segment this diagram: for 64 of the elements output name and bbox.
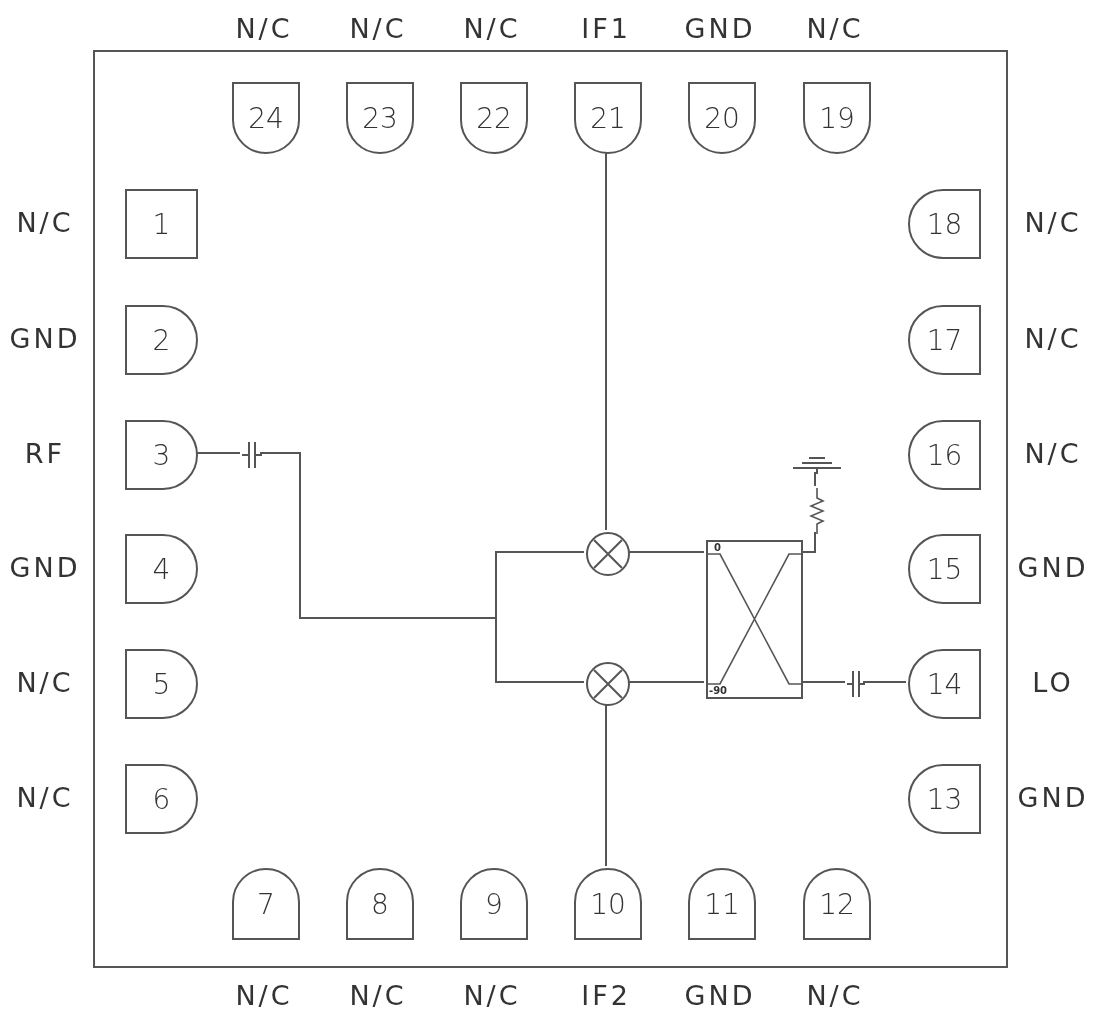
connection-line xyxy=(862,681,907,683)
pin-pad: 9 xyxy=(460,868,528,940)
pin-label: GND xyxy=(1017,781,1089,813)
pin-label: N/C xyxy=(1024,437,1082,469)
pin-pad: 21 xyxy=(574,82,642,154)
pin-pad: 2 xyxy=(125,305,198,375)
pin-label: GND xyxy=(1017,551,1089,583)
pin-label: N/C xyxy=(235,12,293,44)
pin-label: N/C xyxy=(16,206,74,238)
pin-pad: 16 xyxy=(908,420,981,490)
pin-pad: 19 xyxy=(803,82,871,154)
capacitor-symbol xyxy=(847,671,865,697)
pin-pad: 7 xyxy=(232,868,300,940)
mixer-symbol xyxy=(586,532,630,576)
pin-label: N/C xyxy=(463,12,521,44)
pin-pad: 23 xyxy=(346,82,414,154)
connection-line xyxy=(814,471,816,487)
pin-label: GND xyxy=(684,979,756,1011)
pin-label: LO xyxy=(1032,666,1074,698)
pin-label: N/C xyxy=(806,979,864,1011)
pin-label: GND xyxy=(684,12,756,44)
pin-label: GND xyxy=(9,322,81,354)
pin-pad: 24 xyxy=(232,82,300,154)
pin-pad: 1 xyxy=(125,189,198,259)
pin-label: RF xyxy=(24,437,66,469)
port-label: -90 xyxy=(709,686,728,696)
pin-pad: 10 xyxy=(574,868,642,940)
pin-pad: 6 xyxy=(125,764,198,834)
pin-pad: 3 xyxy=(125,420,198,490)
pin-label: IF1 xyxy=(581,12,631,44)
pin-label: N/C xyxy=(1024,206,1082,238)
capacitor-symbol xyxy=(242,442,262,468)
pin-label: N/C xyxy=(16,781,74,813)
port-label: 0 xyxy=(714,543,721,553)
mixer-symbol xyxy=(586,662,630,706)
hybrid-coupler xyxy=(706,540,803,699)
pin-label: N/C xyxy=(349,12,407,44)
pin-pad: 12 xyxy=(803,868,871,940)
connection-line xyxy=(800,681,846,683)
resistor-symbol xyxy=(809,488,825,534)
pin-label: N/C xyxy=(16,666,74,698)
pin-label: N/C xyxy=(1024,322,1082,354)
pin-pad: 20 xyxy=(688,82,756,154)
package-outline xyxy=(93,50,1008,968)
pin-pad: 18 xyxy=(908,189,981,259)
pin-label: N/C xyxy=(349,979,407,1011)
pin-label: N/C xyxy=(235,979,293,1011)
pin-pad: 4 xyxy=(125,534,198,604)
pin-pad: 5 xyxy=(125,649,198,719)
connection-line xyxy=(605,703,607,867)
pin-label: N/C xyxy=(806,12,864,44)
pin-label: IF2 xyxy=(581,979,631,1011)
connection-line xyxy=(259,452,585,683)
pin-pad: 17 xyxy=(908,305,981,375)
ground-symbol xyxy=(792,456,842,474)
pin-pad: 22 xyxy=(460,82,528,154)
pin-label: GND xyxy=(9,551,81,583)
pin-pad: 15 xyxy=(908,534,981,604)
connection-line xyxy=(800,531,816,553)
pin-pad: 13 xyxy=(908,764,981,834)
pin-pad: 8 xyxy=(346,868,414,940)
pin-label: N/C xyxy=(463,979,521,1011)
pin-pad: 14 xyxy=(908,649,981,719)
pin-pad: 11 xyxy=(688,868,756,940)
